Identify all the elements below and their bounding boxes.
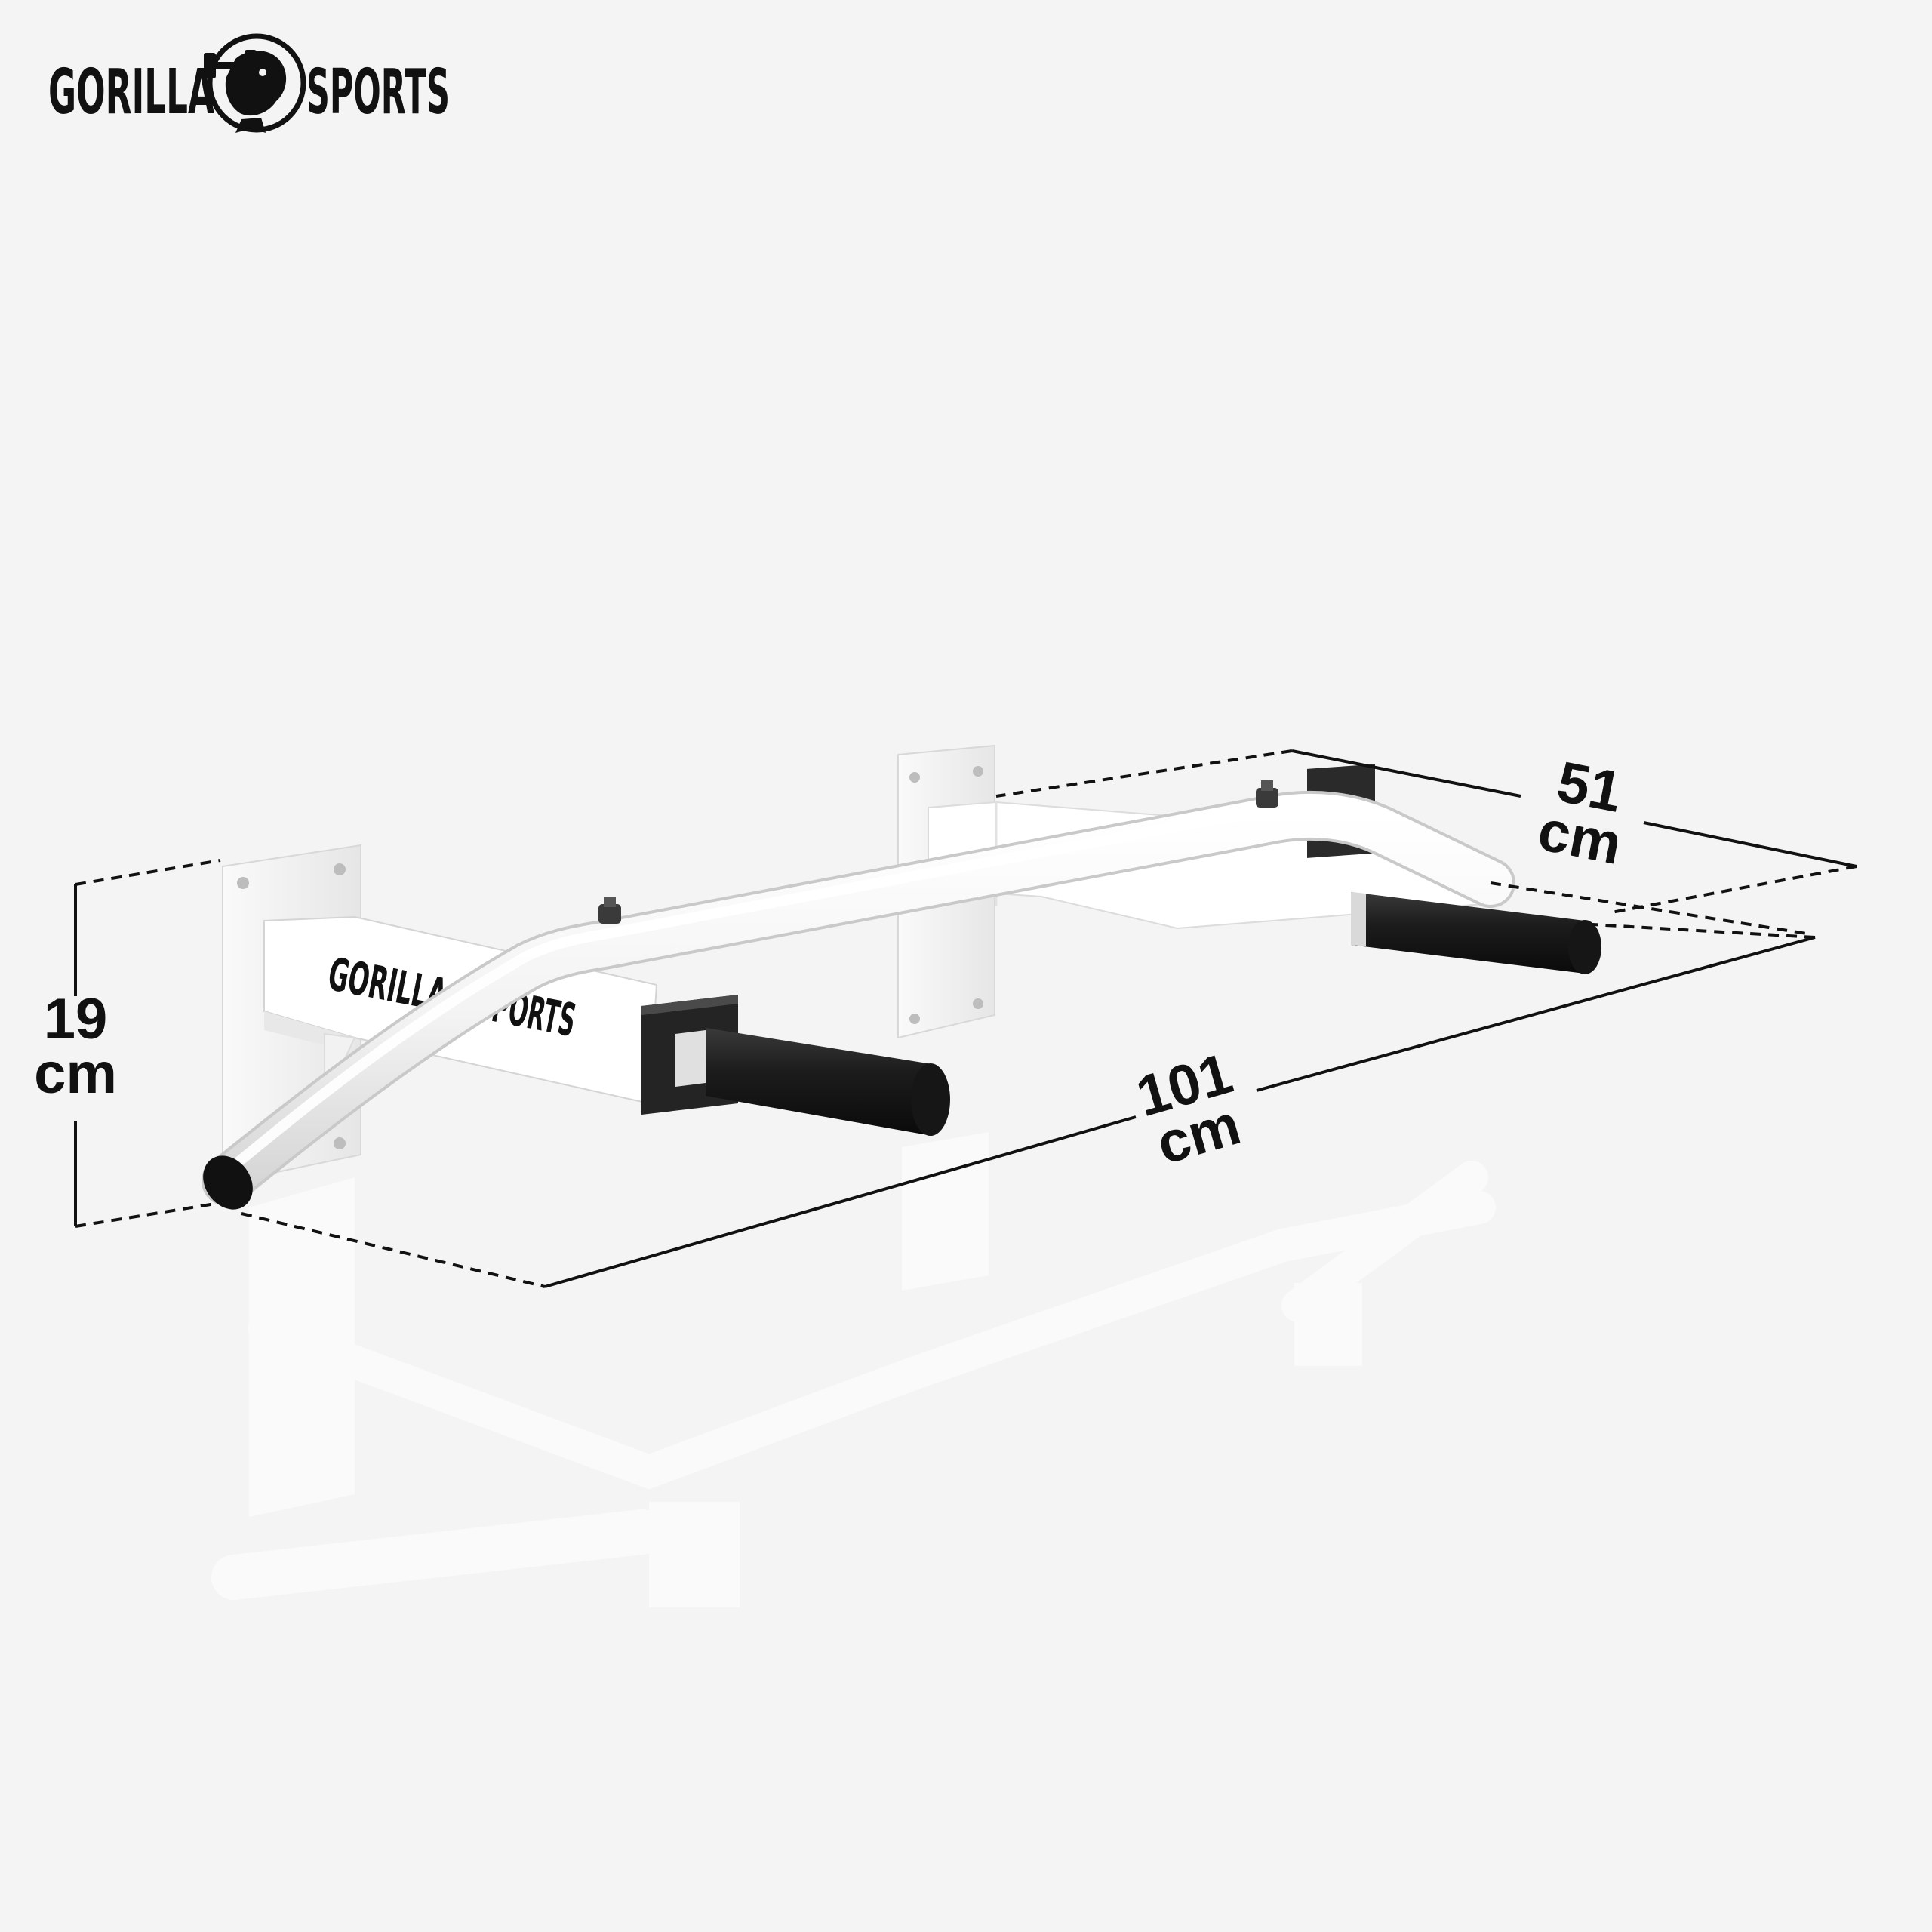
- dimension-lines: [74, 749, 1857, 1288]
- mounting-bolt: [1256, 780, 1278, 808]
- brand-logo: GORILLA SPORTS: [48, 33, 450, 133]
- width-dimension-label: 101 cm: [1130, 1041, 1247, 1177]
- dip-station-bar: GORILLA SPORTS: [202, 744, 1601, 1210]
- width-dimension-line: [544, 936, 1816, 1288]
- height-dimension-label: 19 cm: [34, 987, 117, 1106]
- depth-dimension-line: [1291, 749, 1857, 868]
- height-unit: cm: [34, 1041, 117, 1106]
- depth-value: 51: [1552, 749, 1627, 825]
- height-value: 19: [44, 987, 108, 1051]
- front-grip-handle: [641, 995, 950, 1136]
- main-pullup-tube: [202, 790, 1515, 1210]
- gorilla-dumbbell-icon: [204, 33, 306, 133]
- mounting-bolt: [598, 897, 621, 924]
- brand-right-word: SPORTS: [306, 57, 450, 128]
- floor-reflection: [211, 1132, 1496, 1607]
- depth-dimension-label: 51 cm: [1533, 749, 1627, 877]
- depth-unit: cm: [1533, 798, 1626, 877]
- brand-left-word: GORILLA: [48, 57, 214, 128]
